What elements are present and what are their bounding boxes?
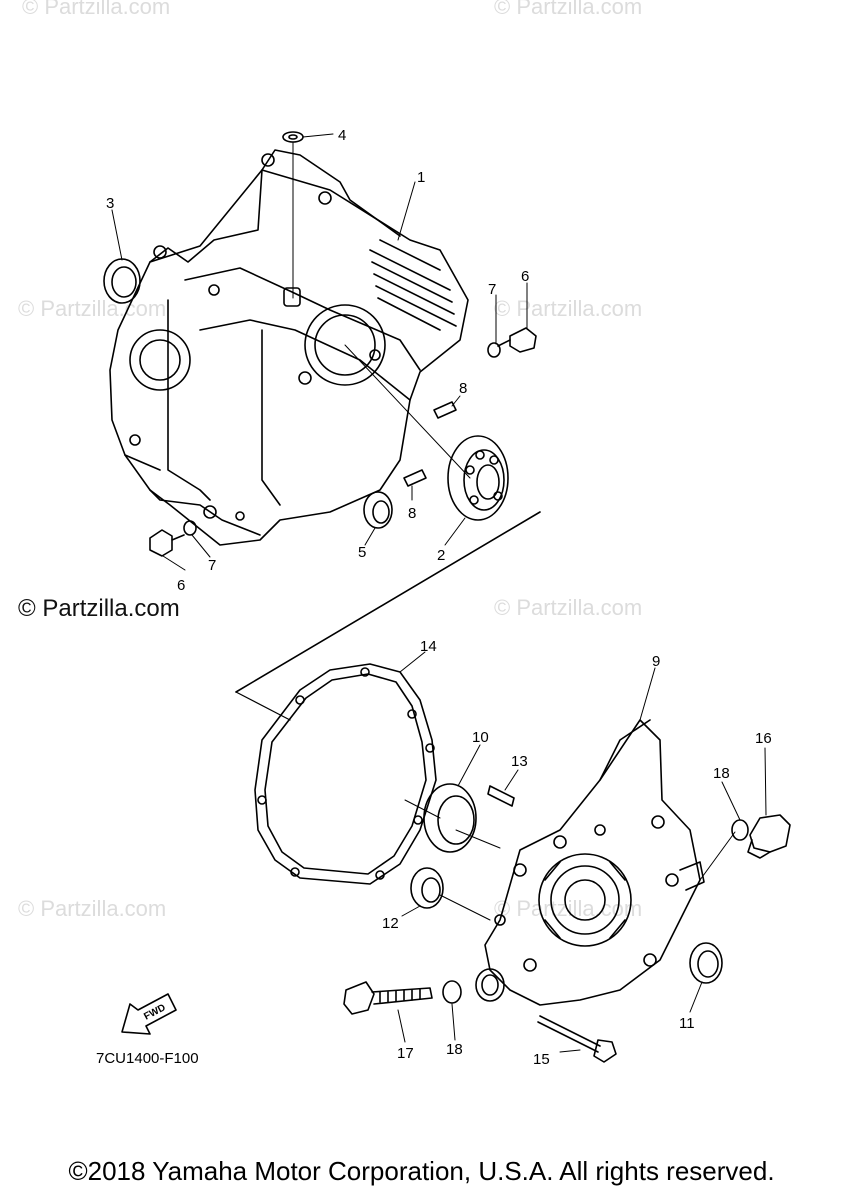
gasket-part-14 — [254, 663, 437, 885]
watermark: © Partzilla.com — [494, 296, 643, 321]
callout-6: 6 — [177, 577, 185, 594]
callout-2: 2 — [437, 547, 445, 564]
watermark-copyright: © Partzilla.com — [18, 595, 180, 622]
watermark: © Partzilla.com — [494, 0, 643, 19]
bearing-part-12 — [410, 867, 444, 909]
callout-9: 9 — [652, 653, 660, 670]
callout-5: 5 — [358, 544, 366, 561]
callout-10: 10 — [472, 729, 489, 746]
fwd-arrow-icon — [121, 993, 177, 1035]
callout-18: 18 — [713, 765, 730, 782]
oil-seal-part-11 — [689, 942, 723, 984]
callout-14: 14 — [420, 638, 437, 655]
callout-16: 16 — [755, 730, 772, 747]
watermark: © Partzilla.com — [22, 0, 171, 19]
callout-6: 6 — [521, 268, 529, 285]
callout-4: 4 — [338, 127, 346, 144]
callout-11: 11 — [679, 1015, 695, 1032]
leader-lines — [111, 133, 767, 1053]
dipstick-part-17 — [343, 980, 462, 1015]
crankcase-illustration — [109, 149, 469, 546]
diagram-code: 7CU1400-F100 — [96, 1050, 199, 1067]
watermark: © Partzilla.com — [18, 296, 167, 321]
watermark: © Partzilla.com — [494, 595, 643, 620]
callout-7: 7 — [488, 281, 496, 298]
dowel-pin-part-13 — [487, 785, 515, 807]
callout-18: 18 — [446, 1041, 463, 1058]
bearing-part-2 — [447, 435, 509, 521]
callout-1: 1 — [417, 169, 425, 186]
drain-plug-part-16 — [731, 814, 791, 859]
copyright-footer: ©2018 Yamaha Motor Corporation, U.S.A. A… — [68, 1156, 775, 1186]
watermark: © Partzilla.com — [18, 896, 167, 921]
washer-part-4 — [282, 131, 304, 143]
bearing-part-5 — [363, 491, 393, 529]
callout-8: 8 — [459, 380, 467, 397]
bolt-part-6 — [487, 327, 537, 358]
callout-7: 7 — [208, 557, 216, 574]
bolt-part-6-lower — [149, 520, 197, 557]
oil-seal-part-3 — [103, 258, 141, 304]
callout-17: 17 — [397, 1045, 414, 1062]
oil-seal-part-10 — [423, 783, 477, 853]
bolt-part-15 — [537, 1015, 617, 1063]
dowel-pin-part-8 — [403, 401, 457, 487]
callout-13: 13 — [511, 753, 528, 770]
crankcase-cover-part-9 — [475, 719, 705, 1006]
callout-15: 15 — [533, 1051, 550, 1068]
callout-12: 12 — [382, 915, 399, 932]
callout-3: 3 — [106, 195, 114, 212]
callout-8: 8 — [408, 505, 416, 522]
